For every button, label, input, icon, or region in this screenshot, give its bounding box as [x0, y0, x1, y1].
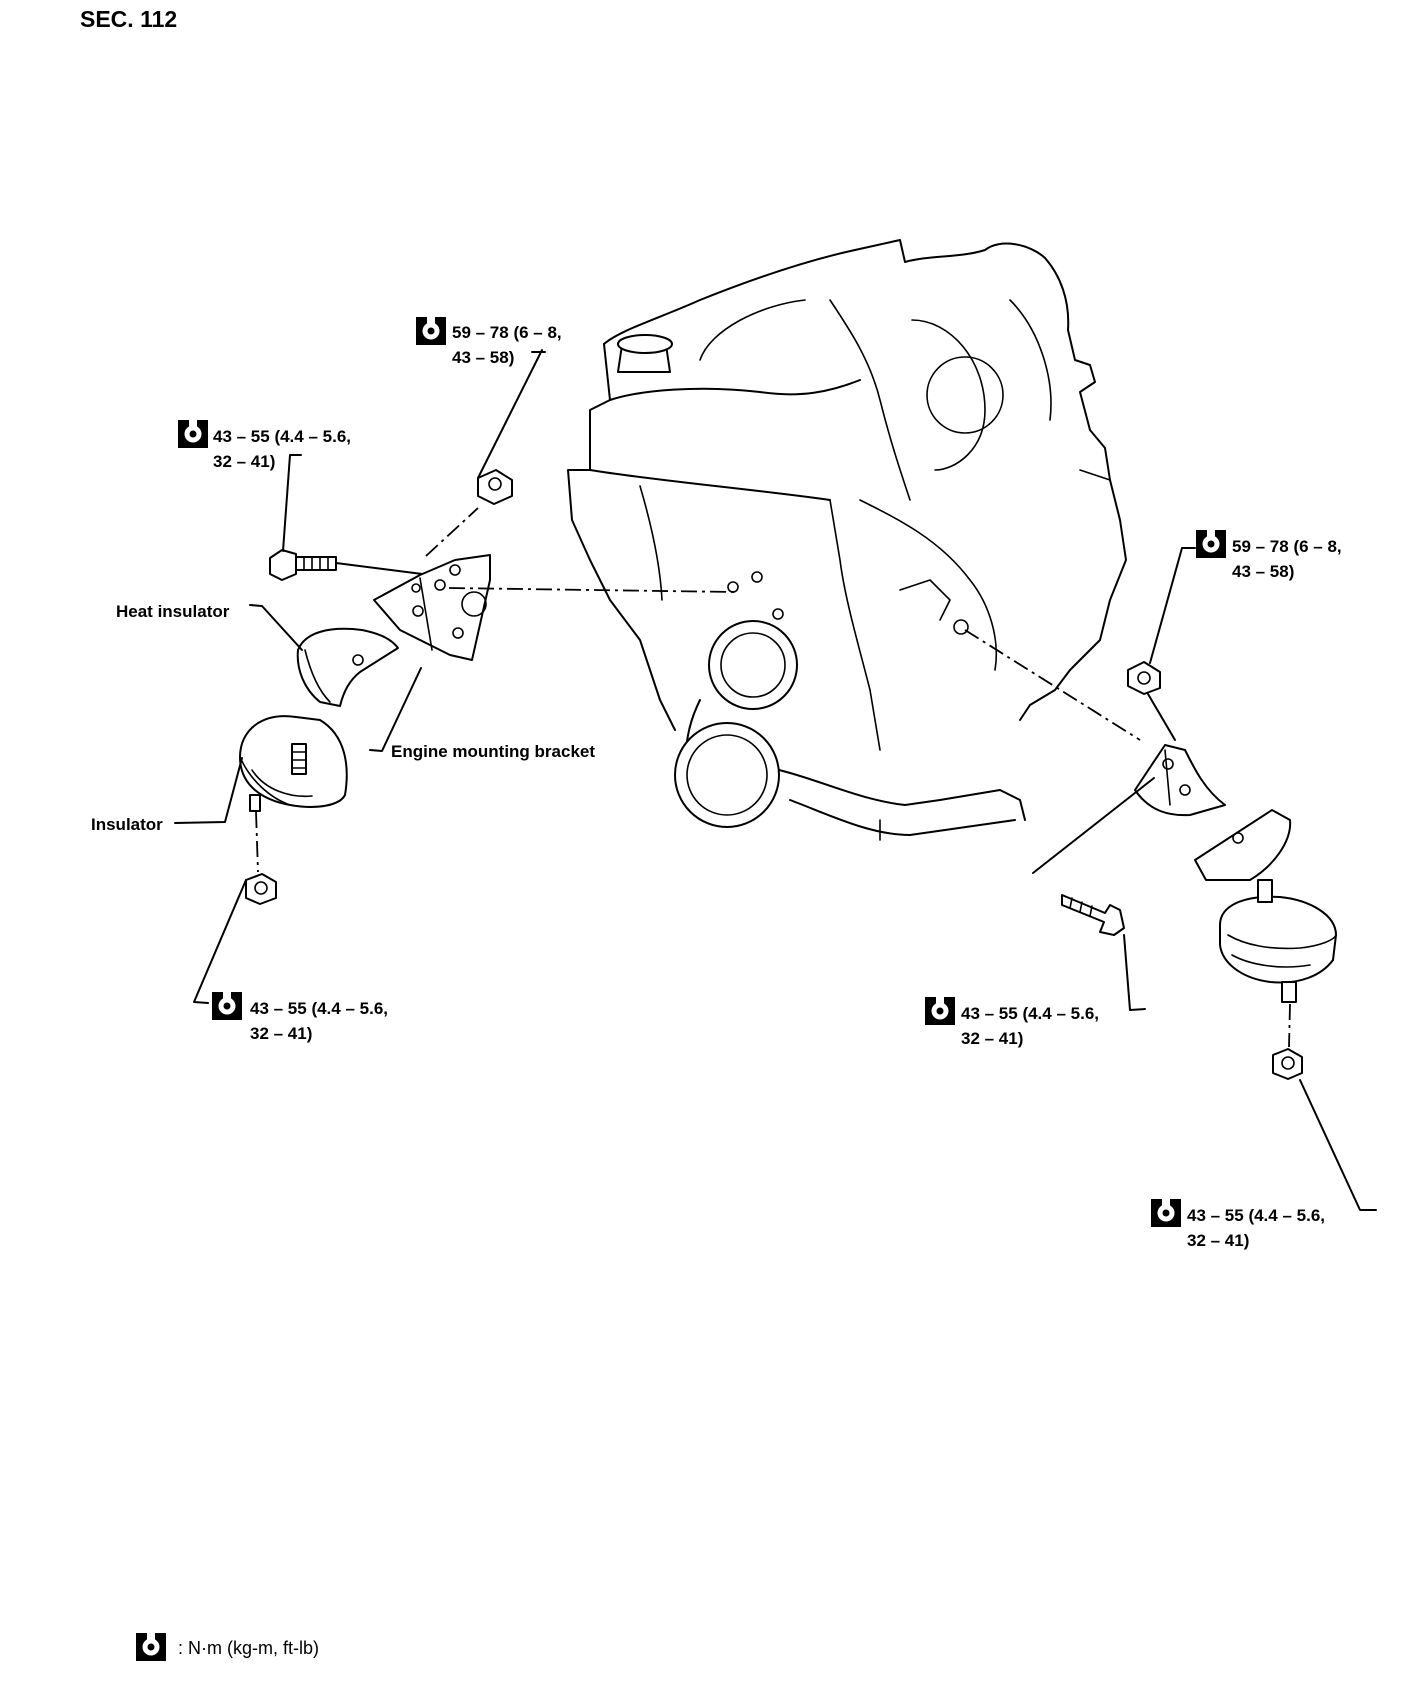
legend-text: : N·m (kg-m, ft-lb) [178, 1638, 319, 1658]
svg-text:32 – 41): 32 – 41) [961, 1029, 1023, 1048]
right-bracket-centerline [964, 629, 1141, 741]
heat-insulator-label: Heat insulator [116, 602, 230, 621]
left-upper-nut-centerline [425, 507, 479, 557]
torque-wrench-icon [925, 997, 955, 1025]
torque-callout-right-top: 59 – 78 (6 – 8, 43 – 58) [1196, 530, 1342, 581]
right-mounting-bracket [1134, 744, 1226, 817]
torque-wrench-icon [212, 992, 242, 1020]
svg-text:32 – 41): 32 – 41) [250, 1024, 312, 1043]
section-title: SEC. 112 [80, 6, 177, 32]
svg-text:43 – 55 (4.4 – 5.6,: 43 – 55 (4.4 – 5.6, [1187, 1206, 1325, 1225]
right-mount-assembly [1061, 661, 1337, 1080]
torque-wrench-icon [416, 317, 446, 345]
svg-text:32 – 41): 32 – 41) [1187, 1231, 1249, 1250]
left-bracket-bolt [269, 549, 337, 581]
right-lower-nut [1272, 1048, 1303, 1080]
torque-callout-right-bolt: 43 – 55 (4.4 – 5.6, 32 – 41) [925, 997, 1099, 1048]
left-bracket-centerline [448, 587, 736, 593]
svg-text:43 – 58): 43 – 58) [1232, 562, 1294, 581]
svg-text:59 – 78 (6 – 8,: 59 – 78 (6 – 8, [1232, 537, 1342, 556]
svg-text:59 – 78 (6 – 8,: 59 – 78 (6 – 8, [452, 323, 562, 342]
torque-callout-left-bolt: 43 – 55 (4.4 – 5.6, 32 – 41) [178, 420, 351, 471]
right-insulator [1219, 879, 1337, 1003]
torque-wrench-icon [1151, 1199, 1181, 1227]
torque-callout-left-nut: 43 – 55 (4.4 – 5.6, 32 – 41) [212, 992, 388, 1043]
left-lower-centerline [255, 811, 259, 873]
svg-text:43 – 55 (4.4 – 5.6,: 43 – 55 (4.4 – 5.6, [213, 427, 351, 446]
right-lower-centerline [1288, 1003, 1291, 1048]
torque-wrench-icon [178, 420, 208, 448]
torque-callout-right-nut: 43 – 55 (4.4 – 5.6, 32 – 41) [1151, 1199, 1325, 1250]
torque-wrench-icon [136, 1633, 166, 1661]
heat-insulator [296, 627, 399, 707]
right-upper-nut [1127, 661, 1161, 695]
torque-legend: : N·m (kg-m, ft-lb) [136, 1633, 319, 1661]
torque-wrench-icon [1196, 530, 1226, 558]
left-mount-assembly [239, 469, 513, 905]
left-insulator [239, 715, 348, 812]
svg-text:43 – 55 (4.4 – 5.6,: 43 – 55 (4.4 – 5.6, [961, 1004, 1099, 1023]
svg-text:32 – 41): 32 – 41) [213, 452, 275, 471]
svg-text:43 – 58): 43 – 58) [452, 348, 514, 367]
left-lower-nut [245, 873, 277, 905]
torque-callout-top-center: 59 – 78 (6 – 8, 43 – 58) [416, 317, 562, 367]
engine-mounting-bracket-label: Engine mounting bracket [391, 742, 595, 761]
engine-mounting-bracket [373, 554, 491, 661]
right-bracket-bolt [1061, 894, 1125, 936]
engine-block [567, 239, 1127, 841]
svg-text:43 – 55 (4.4 – 5.6,: 43 – 55 (4.4 – 5.6, [250, 999, 388, 1018]
left-upper-nut [477, 469, 513, 505]
right-heat-insulator [1194, 809, 1292, 881]
insulator-label: Insulator [91, 815, 163, 834]
leader-lines [174, 349, 1377, 1211]
